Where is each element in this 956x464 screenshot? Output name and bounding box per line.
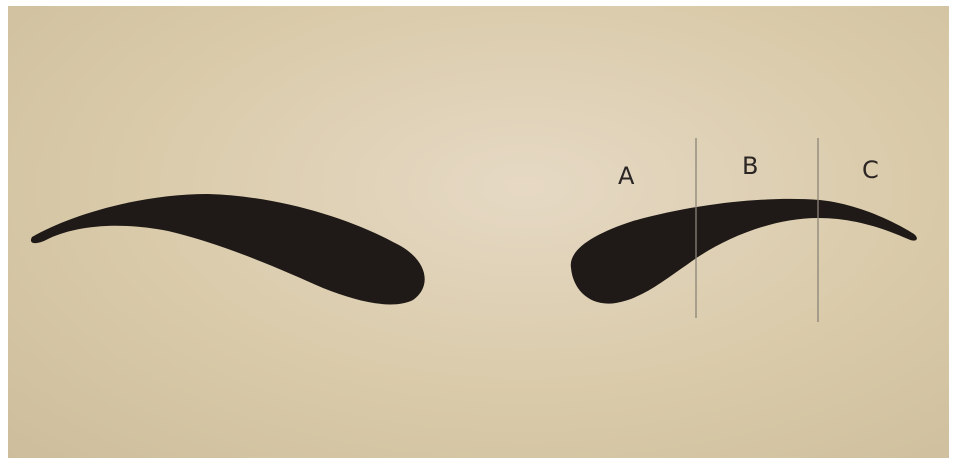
right-eyebrow <box>571 199 917 304</box>
section-label-b: B <box>742 152 758 180</box>
left-eyebrow <box>31 194 425 304</box>
section-label-c: C <box>862 156 879 184</box>
paper-background: A B C <box>8 6 949 458</box>
eyebrow-drawing: A B C <box>8 6 949 458</box>
section-label-a: A <box>618 162 635 190</box>
